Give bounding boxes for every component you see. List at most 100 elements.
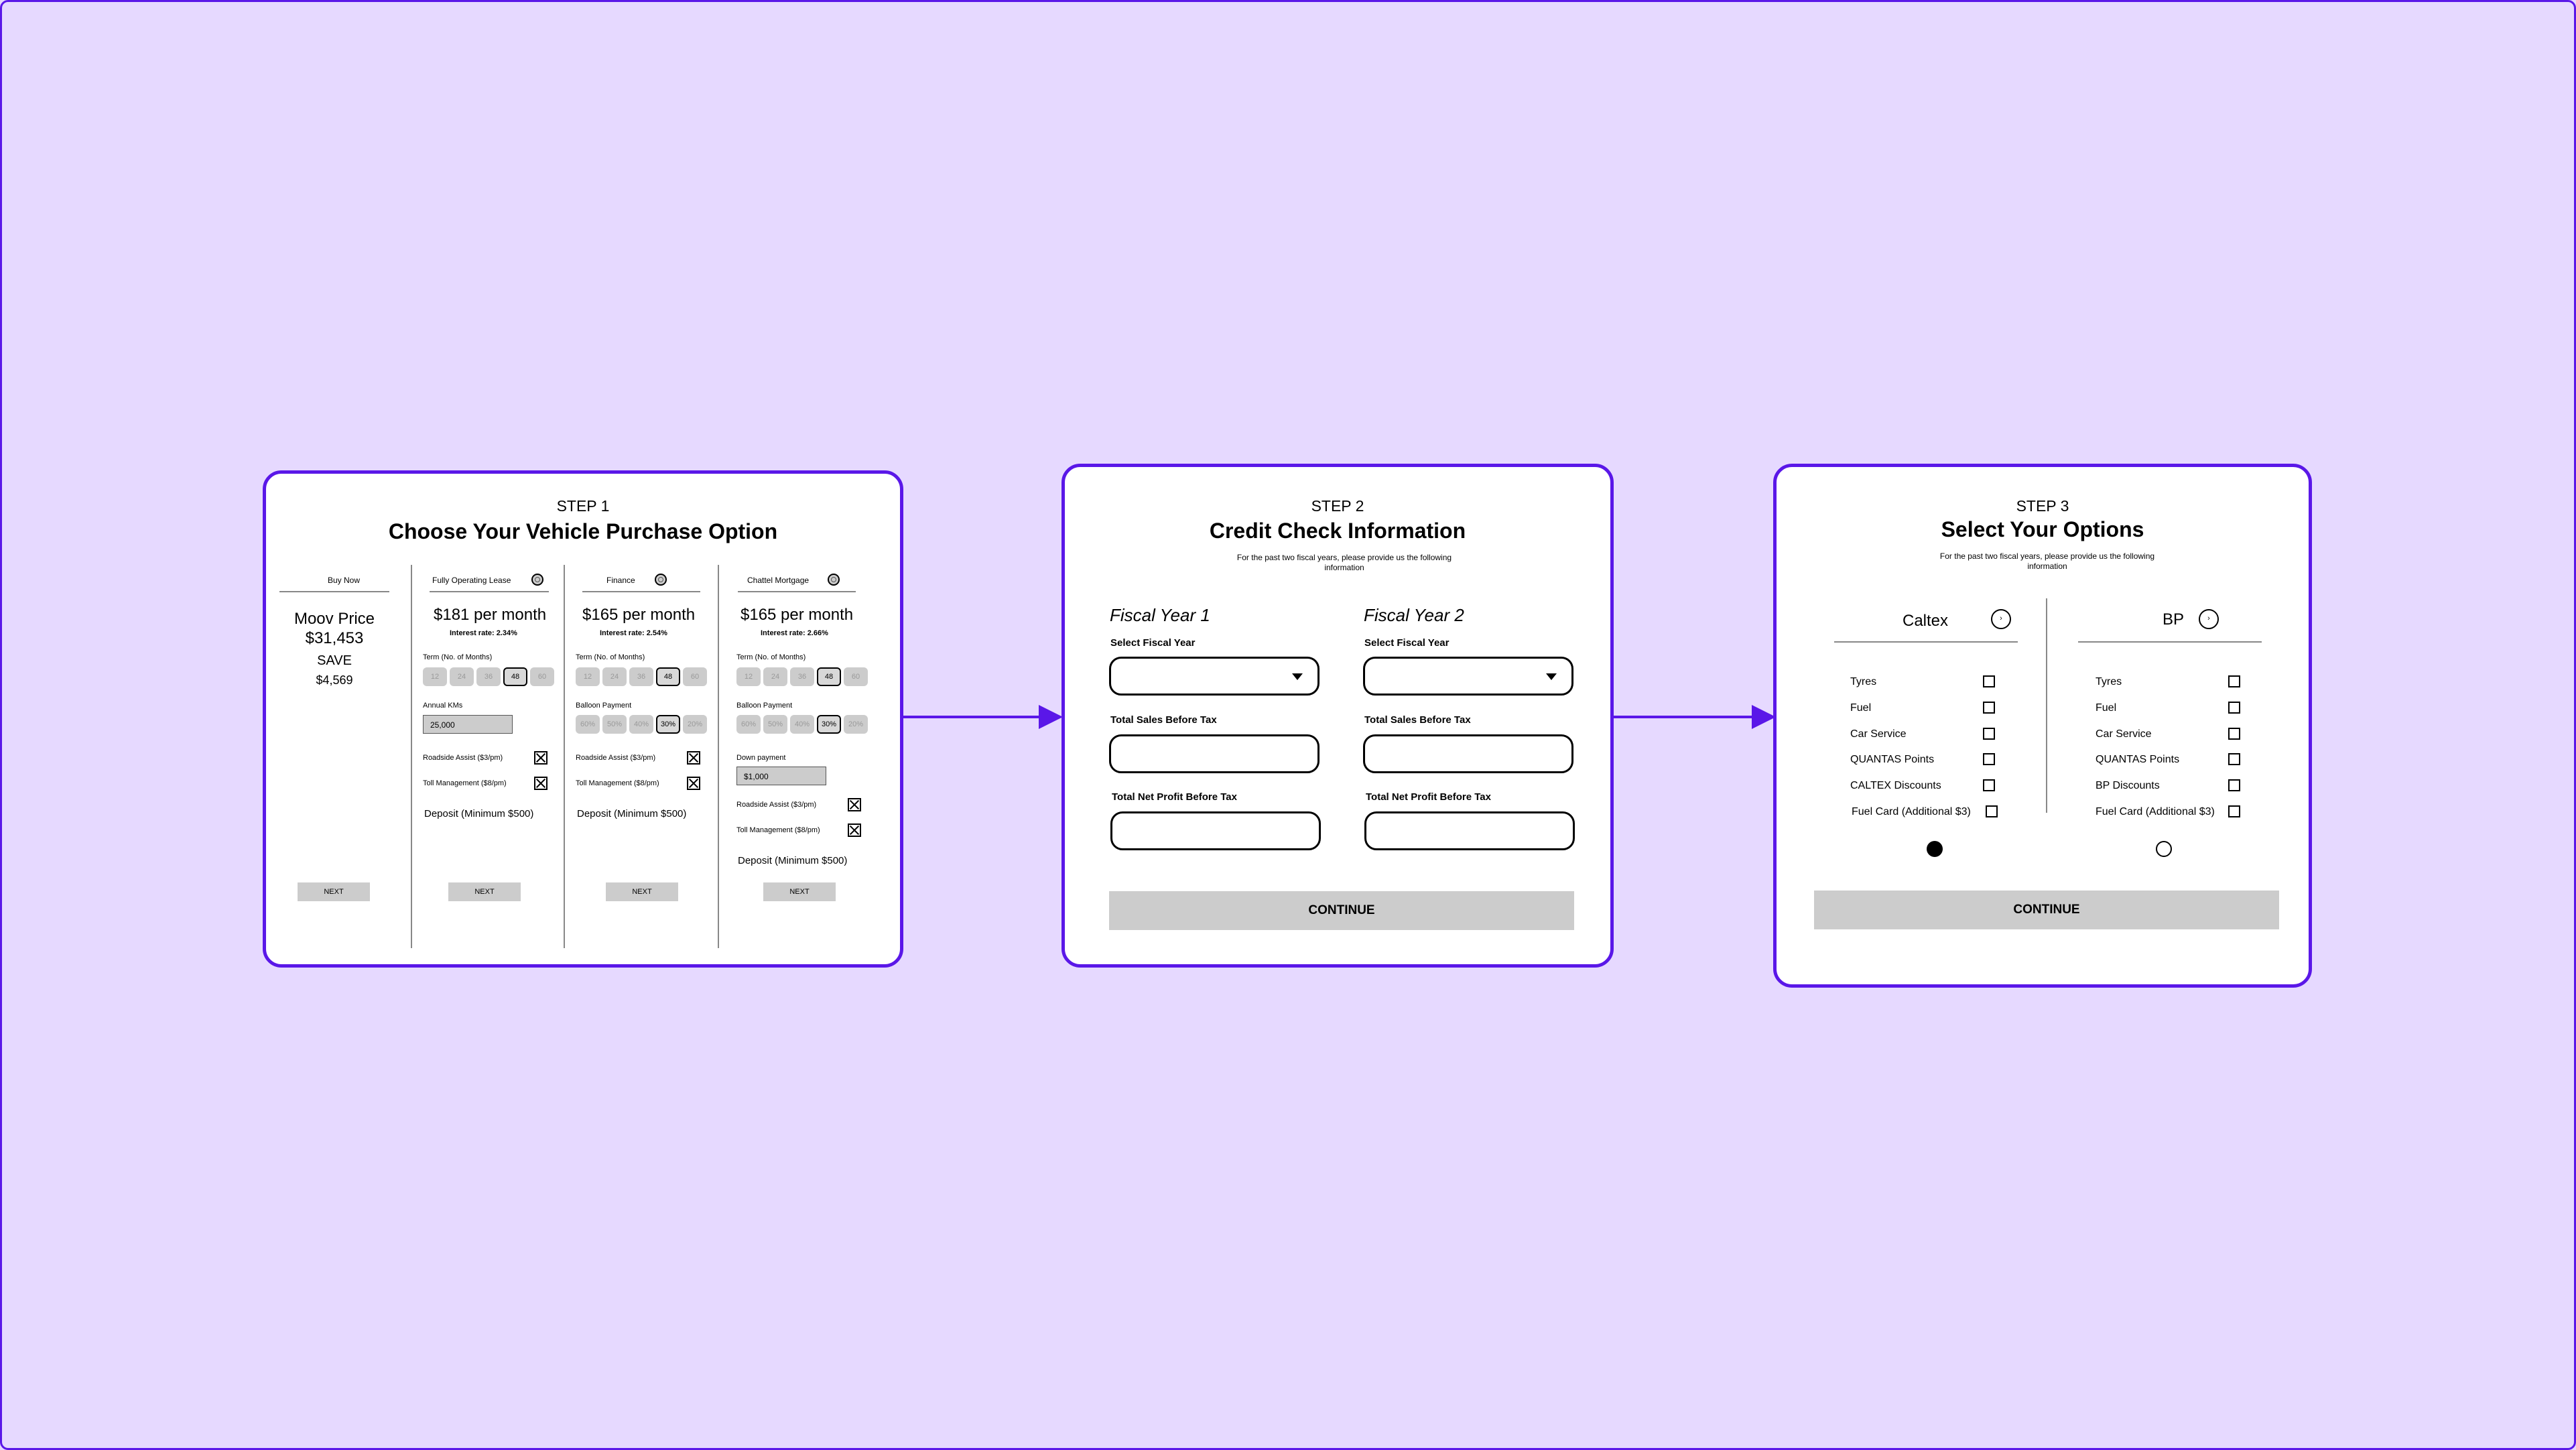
finance-term-24[interactable]: 24 <box>602 667 627 686</box>
finance-next-button[interactable]: NEXT <box>606 882 678 901</box>
lease-next-button[interactable]: NEXT <box>448 882 521 901</box>
fy1-sales-input[interactable] <box>1109 734 1319 773</box>
chattel-down-label: Down payment <box>736 754 786 762</box>
bp-option: Tyres <box>2096 676 2122 687</box>
lease-radio[interactable] <box>531 574 543 586</box>
buy-now-next-button[interactable]: NEXT <box>298 882 370 901</box>
bp-option-checkbox[interactable] <box>2228 675 2240 687</box>
caltex-option-checkbox[interactable] <box>1986 805 1998 817</box>
fy2-profit-input[interactable] <box>1364 811 1575 850</box>
lease-km-label: Annual KMs <box>423 702 463 710</box>
step3-label: STEP 3 <box>2016 497 2069 515</box>
caltex-option-checkbox[interactable] <box>1983 702 1995 714</box>
finance-balloon-60[interactable]: 60% <box>576 715 600 734</box>
chattel-radio[interactable] <box>828 574 840 586</box>
finance-roadside-checkbox[interactable] <box>687 751 700 765</box>
chattel-balloon-50[interactable]: 50% <box>763 715 787 734</box>
chevron-down-icon <box>1292 673 1303 680</box>
lease-rate: Interest rate: 2.34% <box>450 629 517 637</box>
chattel-balloon-60[interactable]: 60% <box>736 715 761 734</box>
lease-term-36[interactable]: 36 <box>476 667 501 686</box>
fy2-select[interactable] <box>1363 657 1573 696</box>
caltex-option: Car Service <box>1850 728 1907 740</box>
chattel-header: Chattel Mortgage <box>747 576 810 585</box>
chattel-rate: Interest rate: 2.66% <box>761 629 828 637</box>
lease-term-12[interactable]: 12 <box>423 667 447 686</box>
lease-header: Fully Operating Lease <box>432 576 511 585</box>
caltex-name: Caltex <box>1903 612 1949 630</box>
bp-option-checkbox[interactable] <box>2228 805 2240 817</box>
chattel-toll-checkbox[interactable] <box>848 823 861 837</box>
caltex-option-checkbox[interactable] <box>1983 675 1995 687</box>
buy-now-header: Buy Now <box>327 576 361 585</box>
finance-term-48[interactable]: 48 <box>656 667 680 686</box>
bp-option-checkbox[interactable] <box>2228 779 2240 791</box>
bp-select-radio[interactable] <box>2156 841 2172 857</box>
lease-term-48[interactable]: 48 <box>503 667 527 686</box>
lease-term-label: Term (No. of Months) <box>423 653 493 661</box>
finance-toll-checkbox[interactable] <box>687 777 700 790</box>
flow-arrow-line <box>903 716 1057 718</box>
chattel-term-36[interactable]: 36 <box>790 667 814 686</box>
fy1-select[interactable] <box>1109 657 1319 696</box>
lease-term-60[interactable]: 60 <box>530 667 554 686</box>
lease-toll-checkbox[interactable] <box>534 777 548 790</box>
lease-term-24[interactable]: 24 <box>450 667 474 686</box>
finance-price: $165 per month <box>582 606 696 624</box>
lease-km-input[interactable]: 25,000 <box>423 715 513 734</box>
buy-now-underline <box>279 591 389 592</box>
fy1-profit-input[interactable] <box>1110 811 1321 850</box>
fy2-heading: Fiscal Year 2 <box>1364 605 1464 625</box>
bp-option: Fuel <box>2096 702 2117 714</box>
step3-subtitle: For the past two fiscal years, please pr… <box>1939 551 2155 571</box>
step2-subtitle: For the past two fiscal years, please pr… <box>1236 553 1452 572</box>
finance-balloon-20[interactable]: 20% <box>683 715 707 734</box>
finance-balloon-50[interactable]: 50% <box>602 715 627 734</box>
chattel-term-label: Term (No. of Months) <box>736 653 806 661</box>
finance-roadside-label: Roadside Assist ($3/pm) <box>576 754 656 762</box>
chattel-balloon-30[interactable]: 30% <box>817 715 841 734</box>
caltex-option-checkbox[interactable] <box>1983 728 1995 740</box>
finance-header: Finance <box>606 576 635 585</box>
chattel-underline <box>738 591 856 592</box>
caltex-info-icon[interactable]: › <box>1991 609 2011 629</box>
chattel-balloon-40[interactable]: 40% <box>790 715 814 734</box>
step3-continue-button[interactable]: CONTINUE <box>1814 891 2279 929</box>
finance-term-12[interactable]: 12 <box>576 667 600 686</box>
fy1-sales-label: Total Sales Before Tax <box>1110 714 1217 726</box>
chattel-balloon-20[interactable]: 20% <box>844 715 868 734</box>
finance-term-label: Term (No. of Months) <box>576 653 645 661</box>
finance-term-36[interactable]: 36 <box>629 667 653 686</box>
finance-underline <box>582 591 700 592</box>
chattel-balloon-label: Balloon Payment <box>736 702 793 710</box>
caltex-option-checkbox[interactable] <box>1983 779 1995 791</box>
finance-radio[interactable] <box>655 574 667 586</box>
chattel-term-48[interactable]: 48 <box>817 667 841 686</box>
chattel-deposit-label: Deposit (Minimum $500) <box>738 855 848 866</box>
chattel-roadside-checkbox[interactable] <box>848 798 861 811</box>
caltex-select-radio[interactable] <box>1927 841 1943 857</box>
caltex-option: QUANTAS Points <box>1850 754 1935 765</box>
fy2-sales-label: Total Sales Before Tax <box>1364 714 1471 726</box>
bp-option-checkbox[interactable] <box>2228 702 2240 714</box>
chevron-down-icon <box>1546 673 1557 680</box>
finance-term-60[interactable]: 60 <box>683 667 707 686</box>
chattel-down-input[interactable]: $1,000 <box>736 767 826 785</box>
bp-option-checkbox[interactable] <box>2228 728 2240 740</box>
chattel-price: $165 per month <box>740 606 854 624</box>
step2-continue-button[interactable]: CONTINUE <box>1109 891 1574 930</box>
bp-info-icon[interactable]: › <box>2199 609 2219 629</box>
fy2-sales-input[interactable] <box>1363 734 1573 773</box>
chattel-term-24[interactable]: 24 <box>763 667 787 686</box>
bp-underline <box>2078 641 2262 643</box>
chattel-roadside-label: Roadside Assist ($3/pm) <box>736 801 817 809</box>
finance-balloon-30[interactable]: 30% <box>656 715 680 734</box>
chattel-term-60[interactable]: 60 <box>844 667 868 686</box>
bp-option-checkbox[interactable] <box>2228 753 2240 765</box>
lease-roadside-checkbox[interactable] <box>534 751 548 765</box>
finance-balloon-40[interactable]: 40% <box>629 715 653 734</box>
chattel-next-button[interactable]: NEXT <box>763 882 836 901</box>
chattel-term-12[interactable]: 12 <box>736 667 761 686</box>
caltex-option-checkbox[interactable] <box>1983 753 1995 765</box>
